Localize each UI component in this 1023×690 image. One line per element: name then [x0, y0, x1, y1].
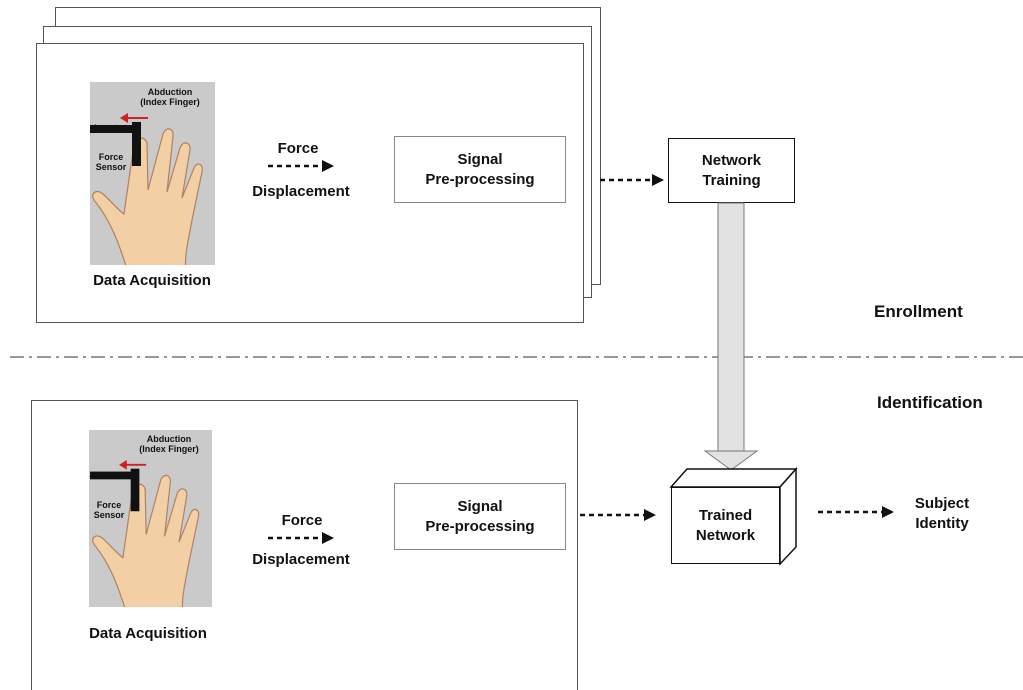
force-label: Force: [281, 512, 323, 529]
force-sensor-label: Force Sensor: [93, 500, 125, 520]
abduction-label: Abduction (Index Finger): [140, 87, 200, 107]
identification-stage-label: Identification: [877, 393, 983, 412]
potentiometer-bar: [90, 125, 137, 133]
potentiometer-label: Potentiometer: [90, 123, 127, 133]
abduction-arrow-head: [119, 459, 127, 470]
force-sensor-mark: [130, 468, 140, 512]
data-acquisition-label: Data Acquisition: [93, 272, 211, 289]
identification-to-network-arrow: [580, 509, 656, 521]
displacement-label: Displacement: [252, 183, 350, 200]
displacement-label: Displacement: [252, 551, 350, 568]
abduction-arrow-head: [120, 113, 128, 123]
force-sensor-label: Force Sensor: [95, 152, 127, 172]
hand-shape: [92, 128, 203, 265]
force-label: Force: [277, 140, 319, 157]
potentiometer-label: Potentiometer: [89, 471, 120, 481]
trained-network-box: Trained Network: [671, 487, 780, 564]
network-training-box: Network Training: [668, 138, 795, 203]
potentiometer-bar: [90, 471, 136, 480]
enrollment-hand-photo: Abduction (Index Finger) Potentiometer F…: [90, 82, 215, 265]
subject-identity-label: Subject Identity: [914, 495, 970, 532]
hand-illustration: [90, 459, 200, 607]
training-to-trained-network-arrow: [703, 202, 759, 471]
signal-preprocessing-box: Signal Pre-processing: [394, 136, 566, 203]
hand-shape: [92, 474, 200, 607]
data-acquisition-label: Data Acquisition: [89, 625, 207, 642]
enrollment-to-training-arrow: [600, 174, 664, 186]
identification-hand-photo: Abduction (Index Finger) Potentiometer F…: [89, 430, 212, 607]
hand-illustration: [90, 113, 203, 265]
signal-preprocessing-box: Signal Pre-processing: [394, 483, 566, 550]
abduction-label: Abduction (Index Finger): [139, 434, 199, 454]
force-sensor-mark: [132, 122, 141, 166]
enrollment-stage-label: Enrollment: [874, 302, 963, 321]
network-to-output-arrow: [818, 506, 894, 518]
